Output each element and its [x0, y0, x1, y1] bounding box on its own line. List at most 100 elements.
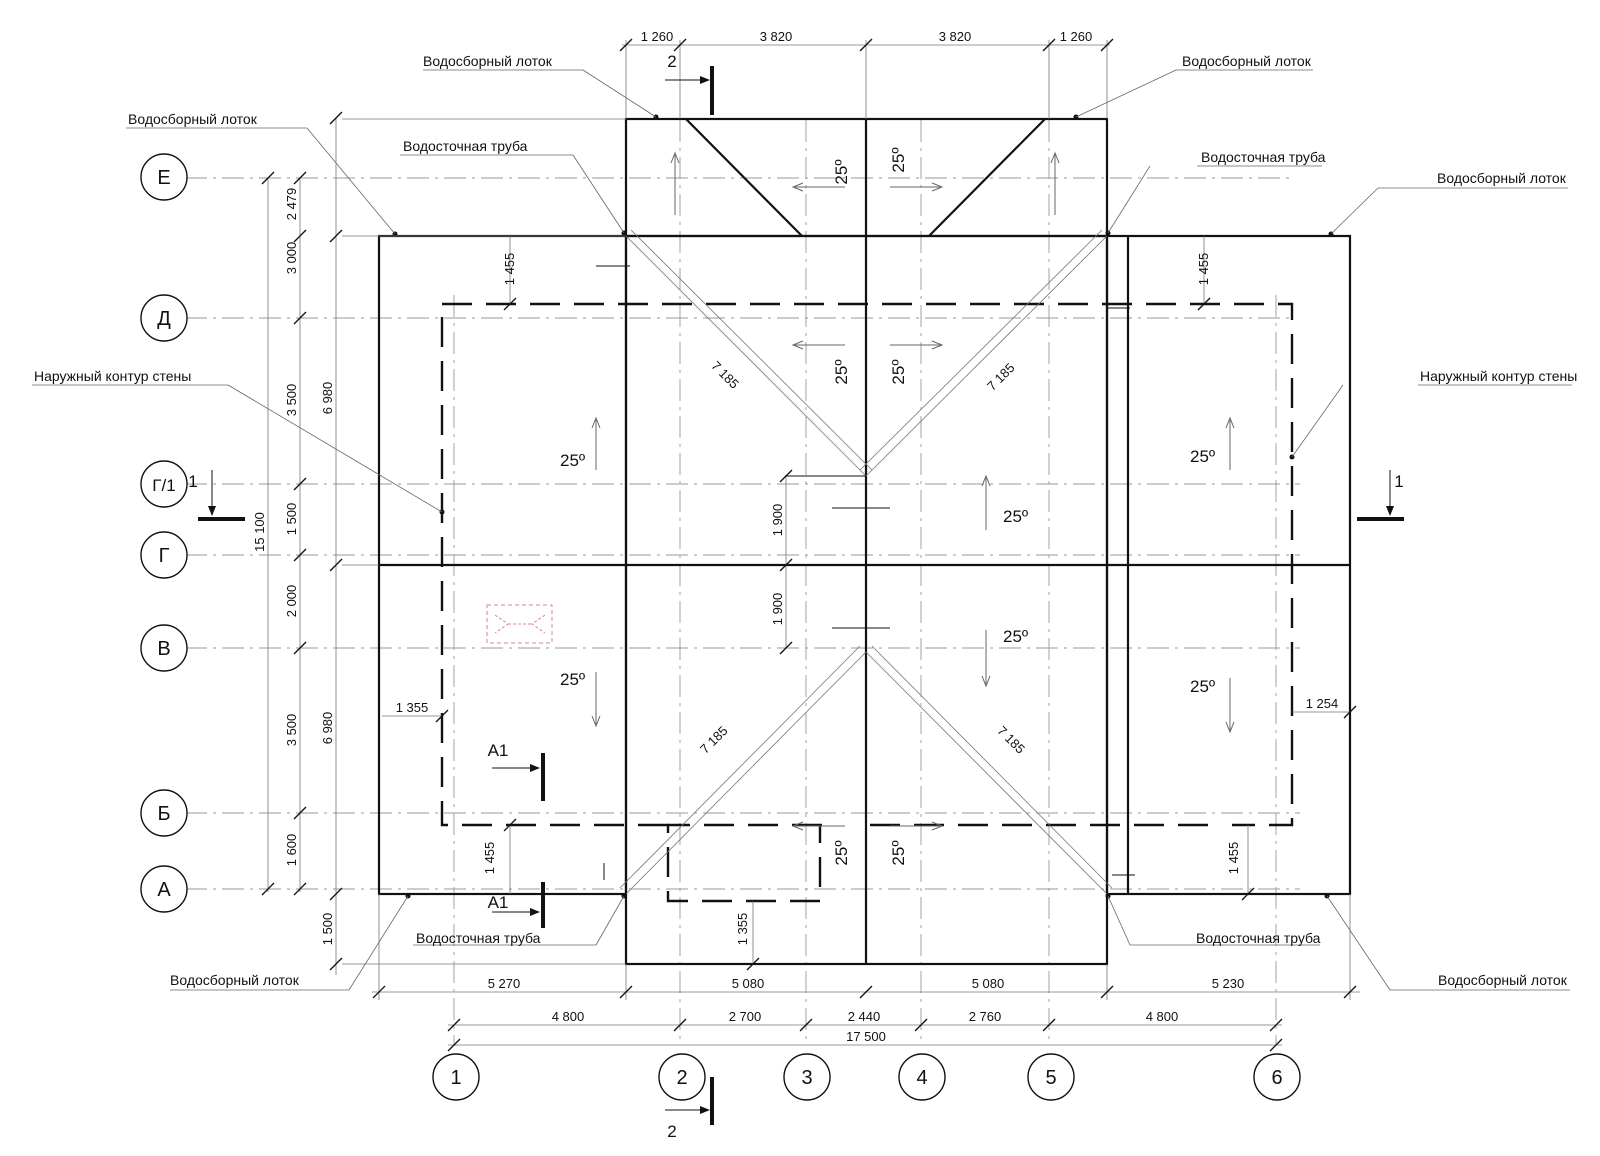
- axis-bubble-2: 2: [658, 1053, 706, 1101]
- svg-text:2 479: 2 479: [284, 188, 299, 221]
- dimension-lines: [267, 40, 1360, 1046]
- svg-text:1: 1: [188, 472, 197, 491]
- axis-bubble-V: В: [140, 624, 188, 672]
- axis-bubble-D: Д: [140, 294, 188, 342]
- svg-text:1 455: 1 455: [1226, 842, 1241, 875]
- svg-text:А1: А1: [488, 741, 509, 760]
- svg-text:В: В: [157, 638, 170, 660]
- svg-text:Г: Г: [159, 545, 170, 567]
- svg-text:1 455: 1 455: [502, 253, 517, 286]
- svg-text:2 000: 2 000: [284, 585, 299, 618]
- svg-text:3 820: 3 820: [760, 29, 793, 44]
- slope-label: 25º: [832, 840, 851, 865]
- slope-label: 25º: [832, 359, 851, 384]
- svg-text:6: 6: [1271, 1067, 1282, 1089]
- slope-label: 25º: [1190, 447, 1215, 466]
- svg-text:5 080: 5 080: [972, 976, 1005, 991]
- svg-text:Д: Д: [157, 308, 171, 330]
- axis-number-bubbles: 1 2 3 4 5 6: [432, 1053, 1301, 1101]
- slope-label: 25º: [1190, 677, 1215, 696]
- svg-text:1 355: 1 355: [735, 913, 750, 946]
- slope-label: 25º: [889, 359, 908, 384]
- svg-text:4 800: 4 800: [552, 1009, 585, 1024]
- svg-text:3 820: 3 820: [939, 29, 972, 44]
- svg-text:1 260: 1 260: [641, 29, 674, 44]
- slope-label: 25º: [1003, 627, 1028, 646]
- leader-lines: [32, 69, 1572, 991]
- svg-text:4 800: 4 800: [1146, 1009, 1179, 1024]
- svg-text:7 185: 7 185: [984, 360, 1018, 394]
- svg-text:3: 3: [801, 1067, 812, 1089]
- label-gutter: Водосборный лоток: [170, 972, 300, 988]
- label-gutter: Водосборный лоток: [1437, 170, 1567, 186]
- dimension-labels: 1 260 3 820 3 820 1 260 5 270 5 080 5 08…: [252, 29, 1338, 1044]
- axis-bubble-5: 5: [1027, 1053, 1075, 1101]
- svg-text:1 900: 1 900: [770, 504, 785, 537]
- axis-letter-bubbles: Е Д Г/1 Г В Б А: [140, 153, 188, 913]
- slope-label: 25º: [832, 159, 851, 184]
- slope-label: 25º: [560, 451, 585, 470]
- svg-text:1 355: 1 355: [396, 700, 429, 715]
- svg-text:6 980: 6 980: [320, 712, 335, 745]
- svg-text:2 440: 2 440: [848, 1009, 881, 1024]
- gutter-points: [392, 114, 1334, 899]
- label-downpipe: Водосточная труба: [1196, 930, 1321, 946]
- svg-text:2 700: 2 700: [729, 1009, 762, 1024]
- axis-bubble-3: 3: [783, 1053, 831, 1101]
- slope-label: 25º: [1003, 507, 1028, 526]
- svg-text:А: А: [157, 879, 171, 901]
- svg-text:2: 2: [667, 1122, 676, 1141]
- axis-bubble-6: 6: [1253, 1053, 1301, 1101]
- svg-text:1 455: 1 455: [482, 842, 497, 875]
- slope-arrows: [591, 151, 1235, 831]
- slope-label: 25º: [889, 840, 908, 865]
- dimension-ticks: [261, 38, 1357, 1052]
- svg-text:1 260: 1 260: [1060, 29, 1093, 44]
- label-downpipe: Водосточная труба: [403, 138, 528, 154]
- label-downpipe: Водосточная труба: [1201, 149, 1326, 165]
- svg-text:Е: Е: [157, 167, 170, 189]
- svg-text:5: 5: [1045, 1067, 1056, 1089]
- svg-text:2: 2: [667, 52, 676, 71]
- svg-text:5 080: 5 080: [732, 976, 765, 991]
- svg-text:7 185: 7 185: [708, 358, 742, 392]
- svg-text:1 455: 1 455: [1196, 253, 1211, 286]
- label-gutter: Водосборный лоток: [1182, 53, 1312, 69]
- axis-bubble-G: Г: [140, 531, 188, 579]
- svg-text:6 980: 6 980: [320, 382, 335, 415]
- chimney-outline: [486, 604, 553, 644]
- axis-bubble-4: 4: [898, 1053, 946, 1101]
- label-wall-contour: Наружный контур стены: [1420, 368, 1577, 384]
- section-marks: [198, 66, 1404, 1125]
- callout-labels: Водосборный лоток Водосборный лоток Водо…: [34, 53, 1577, 988]
- svg-text:2 760: 2 760: [969, 1009, 1002, 1024]
- roof-outline: [377, 117, 1352, 966]
- svg-text:5 230: 5 230: [1212, 976, 1245, 991]
- svg-text:15 100: 15 100: [252, 512, 267, 552]
- slope-label: 25º: [889, 147, 908, 172]
- svg-text:1 254: 1 254: [1306, 696, 1339, 711]
- svg-text:3 500: 3 500: [284, 384, 299, 417]
- label-gutter: Водосборный лоток: [1438, 972, 1568, 988]
- slope-label: 25º: [560, 670, 585, 689]
- svg-text:1 900: 1 900: [770, 593, 785, 626]
- svg-text:5 270: 5 270: [488, 976, 521, 991]
- svg-text:17 500: 17 500: [846, 1029, 886, 1044]
- label-downpipe: Водосточная труба: [416, 930, 541, 946]
- section-mark-labels: 2 2 1 1 А1 А1: [188, 52, 1403, 1141]
- label-gutter: Водосборный лоток: [128, 111, 258, 127]
- svg-text:3 500: 3 500: [284, 714, 299, 747]
- axis-bubble-B: Б: [140, 789, 188, 837]
- hip-lines: [596, 229, 1135, 895]
- svg-text:7 185: 7 185: [697, 723, 731, 757]
- axis-bubble-1: 1: [432, 1053, 480, 1101]
- svg-text:1 500: 1 500: [284, 503, 299, 536]
- label-gutter: Водосборный лоток: [423, 53, 553, 69]
- svg-text:1 500: 1 500: [320, 913, 335, 946]
- axis-bubble-E: Е: [140, 153, 188, 201]
- svg-text:Б: Б: [157, 803, 170, 825]
- svg-text:А1: А1: [488, 893, 509, 912]
- grid-lines: [185, 120, 1300, 1045]
- svg-text:Г/1: Г/1: [152, 476, 175, 495]
